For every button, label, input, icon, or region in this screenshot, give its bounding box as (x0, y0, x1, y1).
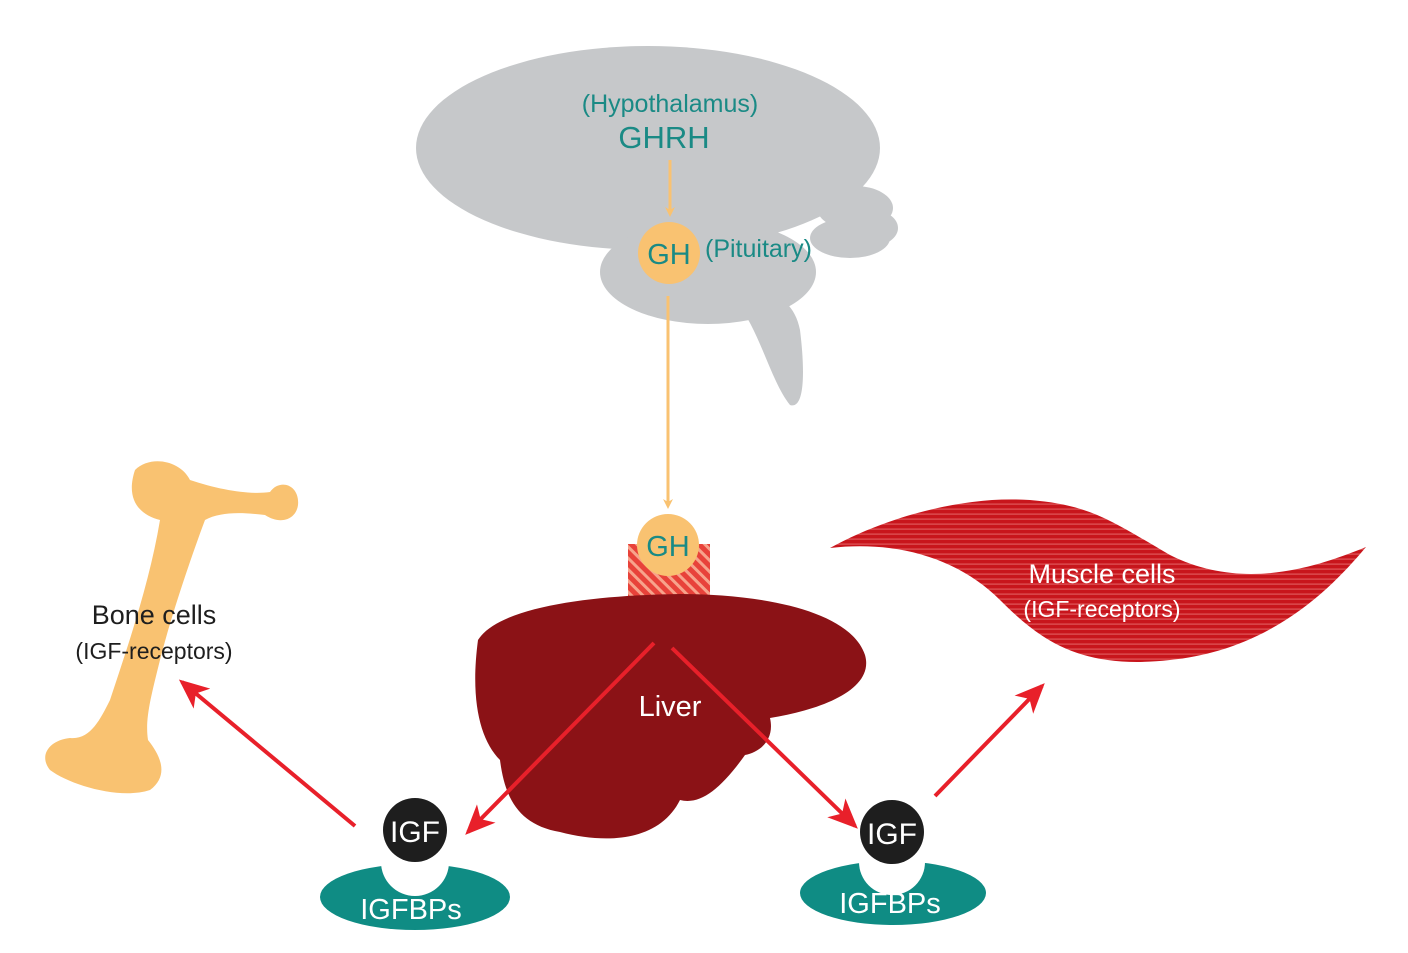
gh-liver-label: GH (646, 531, 690, 563)
ghrh-label: GHRH (618, 120, 709, 155)
liver-to-right-igf-arrow (670, 646, 858, 829)
gh-liver-circle (637, 514, 699, 576)
gh-pituitary-circle (638, 222, 700, 284)
igfbp-left-label: IGFBPs (360, 894, 462, 926)
igf-complex-right: IGF IGFBPs (800, 800, 986, 925)
bone (45, 461, 299, 794)
liver-to-left-igf-arrow (465, 641, 656, 835)
liver (475, 594, 867, 839)
pituitary-label: (Pituitary) (705, 235, 812, 263)
igf-right-label: IGF (867, 818, 917, 851)
igf-to-bone-arrow (178, 679, 357, 828)
muscle-cells-label: Muscle cells (1028, 559, 1175, 589)
igf-left-label: IGF (390, 816, 440, 849)
bone-cells-label: Bone cells (92, 600, 217, 630)
bone-receptors-label: (IGF-receptors) (75, 638, 232, 664)
igf-right-circle (860, 800, 924, 864)
muscle-receptors-label: (IGF-receptors) (1023, 596, 1180, 622)
igfbp-left (320, 864, 510, 930)
muscle (830, 499, 1366, 662)
liver-label: Liver (639, 691, 702, 723)
hypothalamus-label: (Hypothalamus) (582, 90, 758, 118)
igf-to-muscle-arrow (933, 683, 1045, 798)
gh-pituitary-label: GH (647, 239, 691, 271)
brain (416, 46, 898, 406)
igf-complex-left: IGF IGFBPs (320, 798, 510, 930)
igf-left-circle (383, 798, 447, 862)
igfbp-right-label: IGFBPs (839, 888, 941, 920)
